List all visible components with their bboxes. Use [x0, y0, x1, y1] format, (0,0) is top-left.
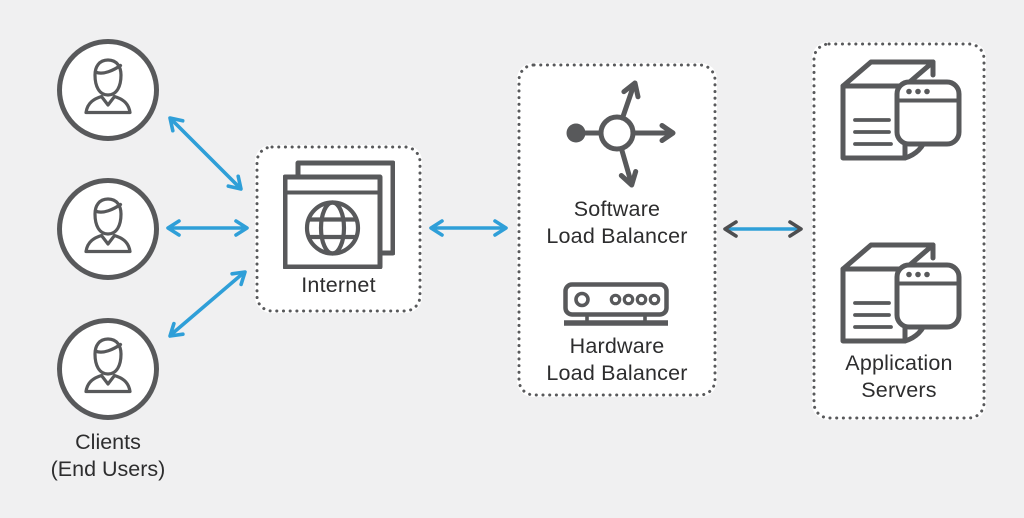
arrow-internet-loadbalancer [429, 219, 508, 237]
application-server-icon [840, 242, 962, 344]
user-icon [84, 337, 132, 394]
hardware-load-balancer-icon [563, 282, 669, 326]
user-icon [84, 197, 132, 254]
user-icon-middle [57, 178, 159, 280]
hardware-lb-label-line2: Load Balancer [546, 360, 688, 385]
internet-label: Internet [255, 272, 422, 299]
software-load-balancer-label: Software Load Balancer [517, 196, 717, 249]
hardware-load-balancer-label: Hardware Load Balancer [517, 333, 717, 386]
load-balancer-node: Software Load Balancer Hardware Load Bal… [517, 63, 717, 397]
software-lb-label-line1: Software [573, 197, 661, 221]
arrow-client-top-internet [168, 116, 243, 191]
internet-label-text: Internet [301, 273, 376, 297]
internet-node: Internet [255, 145, 422, 313]
arrow-loadbalancer-appservers [723, 220, 803, 238]
application-server-icon [840, 59, 962, 161]
arrow-client-bottom-internet [168, 270, 247, 338]
application-servers-node: Application Servers [812, 42, 986, 420]
clients-label: Clients (End Users) [13, 429, 203, 482]
software-load-balancer-icon [566, 80, 676, 188]
software-lb-label-line2: Load Balancer [546, 223, 688, 248]
user-icon [84, 58, 132, 115]
app-servers-label-line1: Application [845, 351, 953, 375]
internet-browser-globe-icon [283, 160, 395, 269]
user-icon-bottom [57, 318, 159, 420]
application-servers-label: Application Servers [812, 350, 986, 403]
user-icon-top [57, 39, 159, 141]
arrow-client-middle-internet [166, 219, 249, 237]
app-servers-label-line2: Servers [861, 377, 937, 402]
clients-label-line2: (End Users) [50, 456, 166, 481]
clients-label-line1: Clients [75, 430, 141, 454]
hardware-lb-label-line1: Hardware [569, 334, 665, 358]
